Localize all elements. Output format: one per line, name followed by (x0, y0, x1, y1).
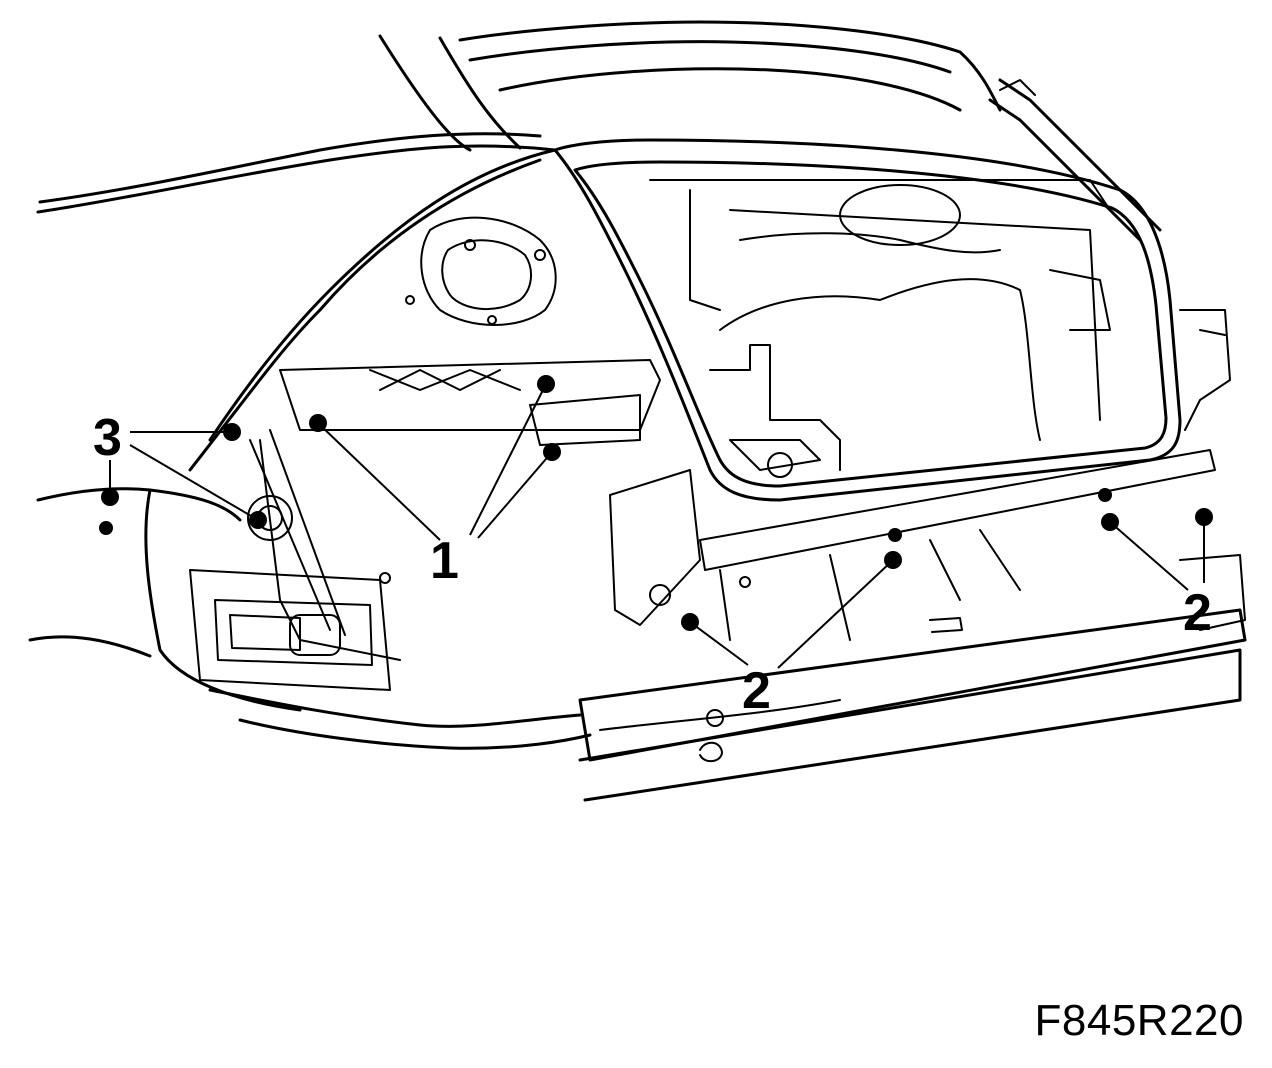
trunk-opening-seal (553, 138, 1182, 502)
figure-code: F845R220 (1034, 996, 1244, 1045)
reinforcement-mesh (529, 394, 1216, 641)
trunk-lid (378, 20, 1162, 242)
car-body-outline (28, 132, 557, 712)
rear-bumper (208, 554, 1247, 802)
callout-label-1: 1 (430, 532, 459, 590)
leader-lines (109, 383, 1205, 669)
callout-label-2-right: 2 (1183, 584, 1212, 642)
trunk-interior (649, 179, 1231, 478)
callout-label-2-bottom: 2 (742, 662, 771, 720)
left-quarter-panel (189, 216, 661, 691)
callout-label-3: 3 (93, 409, 122, 467)
